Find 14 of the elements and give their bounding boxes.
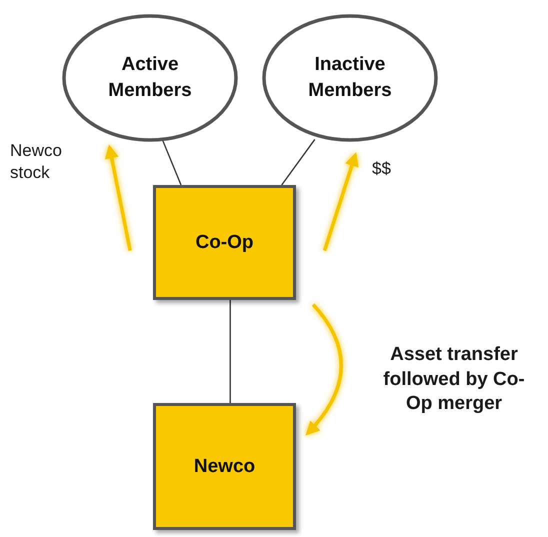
connector-line xyxy=(281,139,316,186)
entity-box xyxy=(153,403,296,530)
connector-line xyxy=(162,139,182,186)
node-label: Active Members xyxy=(107,53,193,103)
edge-label: Asset transfer followed by Co-Op merger xyxy=(382,343,526,416)
member-ellipse xyxy=(262,14,438,142)
node-label: Co-Op xyxy=(195,230,254,255)
node-label: Inactive Members xyxy=(307,53,393,103)
node-label: Newco xyxy=(194,454,256,479)
edge-label: $$ xyxy=(372,158,392,180)
entity-box xyxy=(153,185,296,300)
member-ellipse xyxy=(62,14,238,142)
edge-label: Newco stock xyxy=(10,140,63,184)
connector-line xyxy=(230,300,231,403)
